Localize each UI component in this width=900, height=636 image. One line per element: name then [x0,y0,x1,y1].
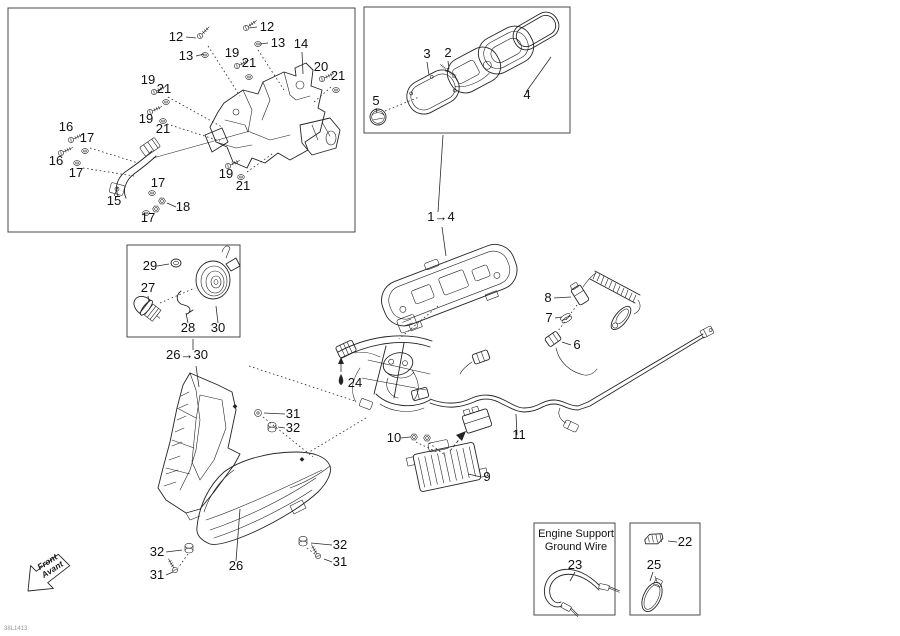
callout-19: 19 [219,166,233,181]
callout-17: 17 [69,165,83,180]
callout-12: 12 [260,19,274,34]
tether-cord-assembly [544,270,641,376]
socket-cover [195,245,241,300]
callout-6: 6 [573,337,580,352]
ground-wire-artwork [544,568,620,617]
gauge-cluster-rear-view [381,243,518,334]
engine-support-caption-line1: Engine Support [538,528,614,540]
headlight-housing [157,372,241,521]
harness-connector [471,349,491,365]
callout-17: 17 [151,175,165,190]
retaining-clip [644,533,664,545]
callout-19: 19 [139,111,153,126]
gauge-body [446,46,502,94]
inset-box-steering-bracket [7,7,356,233]
callout-24: 24 [348,375,362,390]
callout-12: 12 [169,29,183,44]
bulb-parts-artwork [133,245,241,322]
callout-32: 32 [286,420,300,435]
inset-box-clip-clamp [629,522,701,616]
harness-end-connector [699,325,715,339]
callout-16: 16 [59,119,73,134]
callout-13: 13 [179,48,193,63]
regulator-connector [461,405,493,434]
callout-2: 2 [444,45,451,60]
callout-17: 17 [141,210,155,225]
bulb-cap [170,258,182,268]
steering-column-assembly [335,335,491,412]
gauge-housing [477,25,535,75]
callout-30: 30 [211,320,225,335]
callout-27: 27 [141,280,155,295]
gauge-seal-ring [512,11,560,51]
voltage-regulator [405,405,493,492]
clip-clamp-artwork [641,533,664,612]
callout-14: 14 [294,36,308,51]
callout-26: 26 [229,558,243,573]
document-number: 38L1413 [4,626,28,632]
callout-3: 3 [423,46,430,61]
callout-4: 4 [523,87,530,102]
callout-21: 21 [236,178,250,193]
callout-11: 11 [512,427,526,442]
tether-connector [544,331,562,347]
inset-box-gauge-cluster [363,6,571,134]
inset-box-bulb-parts [126,244,241,338]
callout-28: 28 [181,320,195,335]
coiled-cord [592,271,637,303]
leader-lines [113,26,678,582]
callout-5: 5 [372,93,379,108]
bulb-retainer-spring [176,290,194,315]
callout-8: 8 [544,290,551,305]
headlight-lens [196,451,331,545]
callout-22: 22 [678,534,692,549]
screw-12a [196,24,212,40]
callout-23: 23 [568,557,582,572]
halogen-bulb [133,296,162,322]
handlebar-switch-connector [335,339,357,359]
callout-21: 21 [157,81,171,96]
callout-7: 7 [545,310,552,325]
tether-key-loop [610,305,632,331]
hose-clamp [641,576,663,612]
callout-21: 21 [242,55,256,70]
callout-21: 21 [331,68,345,83]
callout-19: 19 [141,72,155,87]
gauge-cluster-exploded-artwork [369,11,560,126]
tether-washer [560,313,573,324]
callout-15: 15 [107,193,121,208]
callout-1→4: 1→4 [427,209,454,224]
main-wiring-harness [429,325,715,433]
brand-emblem-icon [369,108,387,126]
steering-support-bracket-artwork [57,18,341,216]
attachment-point-marker [232,404,238,409]
attachment-point-marker [299,457,305,462]
callout-18: 18 [176,199,190,214]
callout-25: 25 [647,557,661,572]
gauge-gasket [406,69,460,115]
callout-10: 10 [387,430,401,445]
callout-16: 16 [49,153,63,168]
callout-13: 13 [271,35,285,50]
callout-21: 21 [156,121,170,136]
callout-31: 31 [286,406,300,421]
callout-29: 29 [143,258,157,273]
grease-droplet-icon [338,357,344,385]
callout-26→30: 26→30 [166,347,208,362]
callout-9: 9 [483,469,490,484]
callout-17: 17 [80,130,94,145]
callout-19: 19 [225,45,239,60]
engine-support-caption-line2: Ground Wire [545,541,607,553]
callout-32: 32 [333,537,347,552]
callout-32: 32 [150,544,164,559]
front-direction-arrow: Front Avant [27,551,71,592]
callout-31: 31 [333,554,347,569]
callout-20: 20 [314,59,328,74]
callout-31: 31 [150,567,164,582]
inset-box-engine-support-ground-wire [533,522,616,616]
tether-cap [570,282,590,306]
